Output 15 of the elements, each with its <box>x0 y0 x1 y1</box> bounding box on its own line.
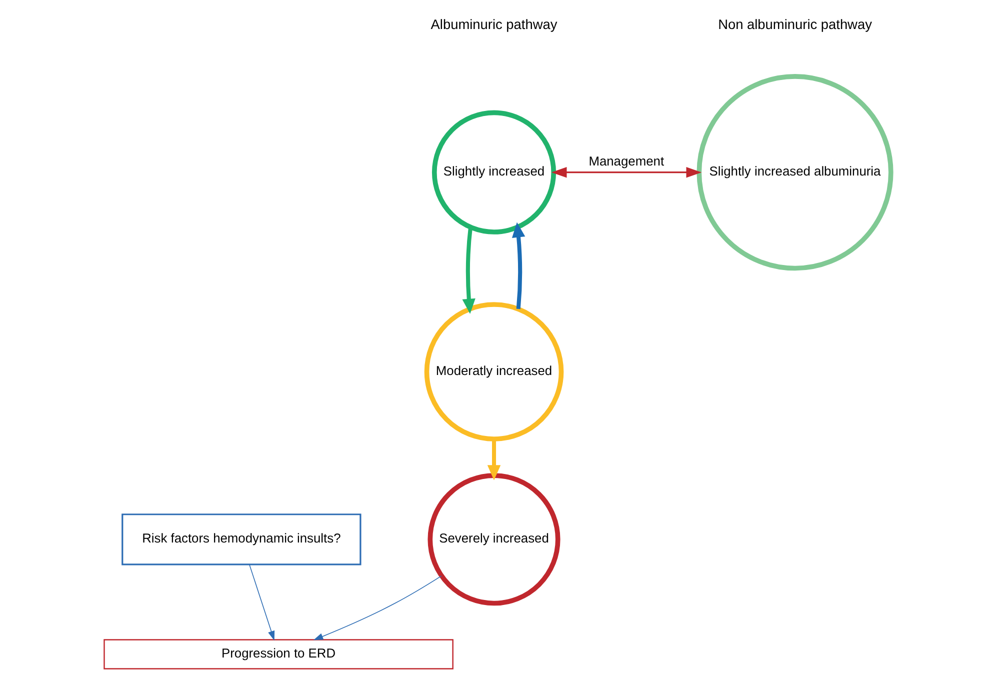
arrow <box>487 439 501 480</box>
label: Non albuminuric pathway <box>718 17 872 32</box>
node-circle: Slightly increased albuminuria <box>696 74 894 271</box>
node-circle: Moderatly increased <box>424 302 564 442</box>
arrow <box>512 222 526 310</box>
node-circle: Severely increased <box>428 473 560 606</box>
edge-label: Management <box>588 154 664 169</box>
arrow <box>248 564 275 641</box>
label: Albuminuric pathway <box>430 17 558 32</box>
arrow <box>313 576 442 640</box>
arrow <box>551 166 702 178</box>
node-box: Risk factors hemodynamic insults? <box>122 514 362 566</box>
arrow <box>462 226 476 314</box>
node-circle: Slightly increased <box>432 110 556 234</box>
node-box: Progression to ERD <box>104 639 454 670</box>
